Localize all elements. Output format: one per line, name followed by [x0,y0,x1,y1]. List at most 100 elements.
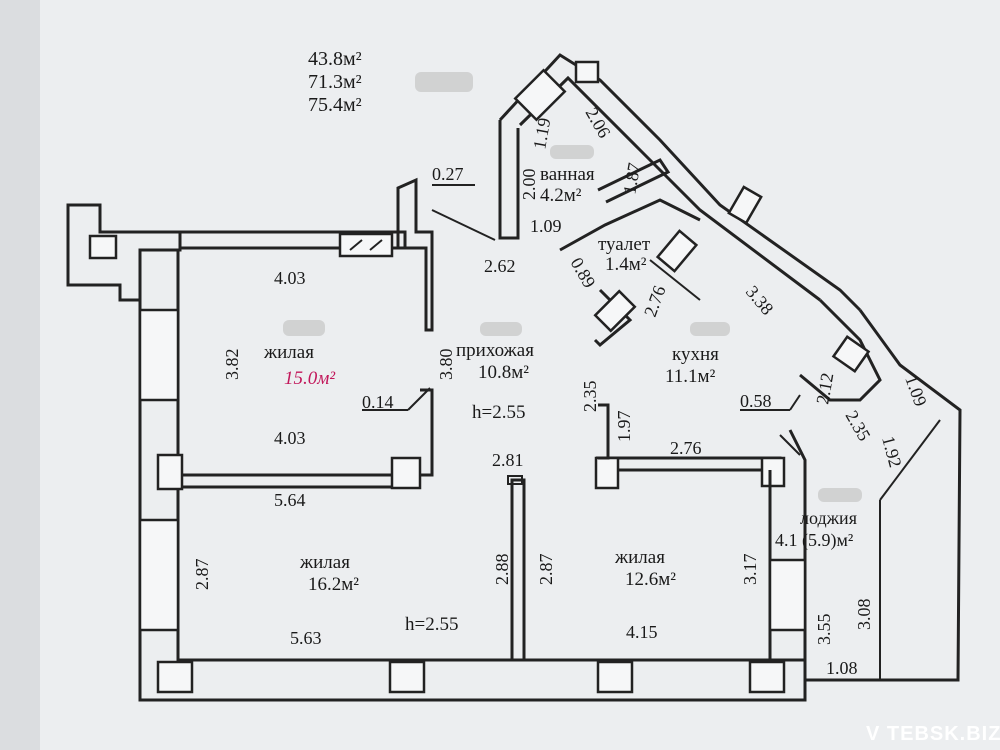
window-left-1 [138,308,180,402]
dim-235: 2.35 [580,381,600,413]
pier-left-middle [156,453,184,491]
window-left-2 [138,518,180,632]
dim-563: 5.63 [290,628,322,648]
living1-name: жилая [263,342,314,363]
dim-564: 5.64 [274,490,306,510]
vent-slash-1 [349,239,363,251]
obscured-patch-hall [480,322,522,336]
kitchen-area: 11.1м² [665,366,716,387]
dim-109-bath: 1.09 [530,216,562,236]
dim-355: 3.55 [814,614,834,646]
kitchen-name: кухня [672,344,719,365]
bathroom-name: ванная [540,164,595,185]
vent-niche [396,177,434,332]
dim-415: 4.15 [626,622,658,642]
watermark: V TEBSK.BIZ [866,723,1000,745]
vent-block-toilet [655,229,699,273]
pier-bottom-1 [156,660,194,694]
living2-area: 16.2м² [308,574,359,595]
vent-block-kitchen [593,289,637,333]
partition-living2-living3 [510,478,526,662]
dim-308: 3.08 [854,599,874,631]
total-area-with-loggia: 75.4м² [308,94,362,116]
toilet-name: туалет [598,234,651,255]
loggia-area: 4.1 (5.9)м² [775,530,853,551]
bottom-piers [88,234,871,694]
wall-living1-hall [420,388,434,477]
room-labels: ванная 4.2м² туалет 1.4м² прихожая 10.8м… [263,164,857,635]
pier-kitchen-corner [831,334,871,374]
obscured-patch-living1 [283,320,325,336]
bath-left-wall [498,120,520,240]
dim-276-kitchen: 2.76 [670,438,702,458]
obscured-patch-loggia [818,488,862,502]
leader-058-diag [789,394,801,411]
living-area: 43.8м² [308,48,362,70]
dim-281: 2.81 [492,450,524,470]
loggia-outer-wall [803,309,962,682]
dim-058: 0.58 [740,391,772,411]
kitchen-stub-wall [598,403,610,460]
dim-403-bottom: 4.03 [274,428,306,448]
dim-262: 2.62 [484,256,516,276]
dim-287-left: 2.87 [192,559,212,591]
vent-slash-2 [369,239,383,251]
leader-lines [362,184,801,485]
dim-317: 3.17 [740,554,760,586]
dim-027: 0.27 [432,164,464,184]
vent-block-bath [513,68,567,122]
left-wing-wall [66,203,182,302]
leader-014-diag [407,387,431,411]
living2-ceiling: h=2.55 [405,614,458,635]
diagonal-wall-outer [498,53,862,312]
area-summary: 43.8м² 71.3м² 75.4м² [308,48,362,116]
living1-area-handwritten: 15.0м² [284,368,335,389]
partition-top-marker [507,475,523,485]
dim-380: 3.80 [436,349,456,381]
top-wall-living1 [180,230,407,250]
kitchen-door-arc [779,434,801,456]
shaft-top [574,60,600,84]
toilet-partition [559,198,701,252]
leader-027-diag [431,209,496,241]
dim-403-top: 4.03 [274,268,306,288]
dim-200: 2.00 [519,169,539,201]
toilet-door-line [649,259,701,301]
pier-bottom-3 [596,660,634,694]
vent-block-living1 [338,232,394,258]
obscured-patch-bath [550,145,594,159]
dim-287-mid: 2.87 [536,554,556,586]
total-area: 71.3м² [308,71,362,93]
outer-walls [66,53,962,702]
hall-name: прихожая [456,340,534,361]
dim-108: 1.08 [826,658,858,678]
interior-walls [178,158,807,662]
obscured-patch-top [415,72,473,92]
pier-kitchen-right [760,456,786,488]
paper-shadow-left [0,0,40,750]
obscured-patches [283,72,862,502]
dim-014: 0.14 [362,392,394,412]
loggia-rail-diag [879,419,941,501]
window-right [768,558,807,632]
vent-pipe [727,185,763,225]
pier-bottom-4 [748,660,786,694]
dim-197: 1.97 [614,411,634,443]
loggia-name: лоджия [800,508,857,528]
hall-area: 10.8м² [478,362,529,383]
pier-living1 [390,456,422,490]
living3-name: жилая [614,547,665,568]
dim-288: 2.88 [492,554,512,586]
bathroom-area: 4.2м² [540,185,582,206]
living2-name: жилая [299,552,350,573]
pier-bottom-2 [388,660,426,694]
pier-wing [88,234,118,260]
hall-ceiling: h=2.55 [472,402,525,423]
obscured-patch-kitchen [690,322,730,336]
dim-382: 3.82 [222,349,242,381]
toilet-area: 1.4м² [605,254,647,275]
vent-blocks [338,68,699,333]
pier-kitchen-left [594,456,620,490]
kitchen-corner-wall [799,298,882,402]
